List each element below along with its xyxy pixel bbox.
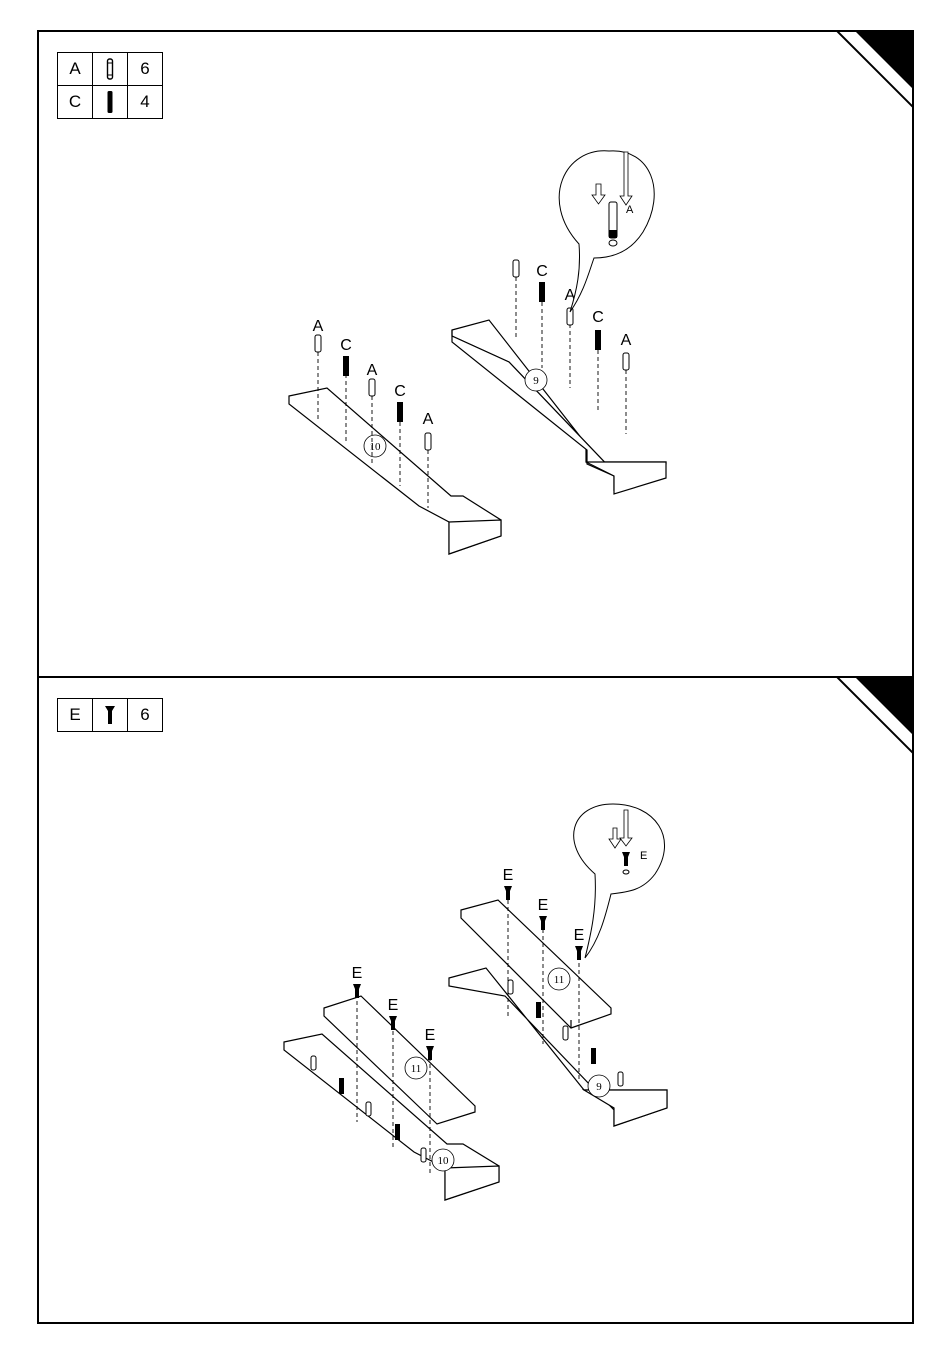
board-number-9: 9	[596, 1081, 602, 1093]
cam-bolt-icon	[595, 330, 601, 350]
fastener-label-c: C	[340, 337, 352, 354]
board-number-10: 10	[438, 1155, 450, 1167]
dowel-pin-icon	[369, 379, 375, 396]
board-number-9: 9	[533, 375, 539, 387]
dowel-pin-icon	[315, 335, 321, 352]
dowel-pin-icon	[623, 353, 629, 370]
cam-bolt-icon	[343, 356, 349, 376]
fastener-label-c: C	[592, 309, 604, 326]
board-number-11: 11	[554, 974, 565, 986]
board-10	[289, 388, 501, 554]
screw-icon	[504, 886, 512, 900]
cam-bolt-icon	[395, 1124, 400, 1140]
insertion-guides	[318, 277, 626, 508]
callout-bubble	[574, 804, 665, 958]
dowel-pin-icon	[563, 1026, 568, 1040]
cam-bolt-icon	[397, 402, 403, 422]
dowel-pin-icon	[311, 1056, 316, 1070]
cam-bolt-icon	[539, 282, 545, 302]
dowel-pin-icon	[618, 1072, 623, 1086]
cam-bolt-icon	[339, 1078, 344, 1094]
cam-bolt-icon	[591, 1048, 596, 1064]
dowel-pin-icon	[508, 980, 513, 994]
callout-label: A	[626, 204, 634, 216]
fastener-label-e: E	[352, 965, 363, 982]
fastener-label-a: A	[621, 332, 632, 349]
assembly-diagram-top: 9 10 C	[39, 32, 912, 676]
screw-icon	[575, 946, 583, 960]
fastener-label-a: A	[367, 362, 378, 379]
cam-bolt-icon	[536, 1002, 541, 1018]
fastener-label-a: A	[423, 411, 434, 428]
fastener-label-e: E	[538, 897, 549, 914]
fastener-label-e: E	[388, 997, 399, 1014]
step-panel-top: A 6 C 4 9 10	[37, 30, 914, 678]
board-9	[452, 320, 666, 494]
dowel-pin-icon	[513, 260, 519, 277]
fastener-label-e: E	[503, 867, 514, 884]
screw-icon	[539, 916, 547, 930]
fastener-label-a: A	[313, 318, 324, 335]
callout-label: E	[640, 850, 647, 862]
fastener-label-e: E	[425, 1027, 436, 1044]
screw-icon	[426, 1046, 434, 1060]
board-number-11: 11	[411, 1063, 422, 1075]
dowel-pin-icon	[366, 1102, 371, 1116]
dowel-pin-icon	[425, 433, 431, 450]
fastener-label-e: E	[574, 927, 585, 944]
assembly-diagram-bottom: 9 11 10 11	[39, 678, 912, 1322]
dowel-pin-icon	[421, 1148, 426, 1162]
fastener-label-c: C	[536, 263, 548, 280]
board-number-10: 10	[370, 441, 382, 453]
fastener-label-c: C	[394, 383, 406, 400]
step-panel-bottom: E 6 9 11 10	[37, 676, 914, 1324]
